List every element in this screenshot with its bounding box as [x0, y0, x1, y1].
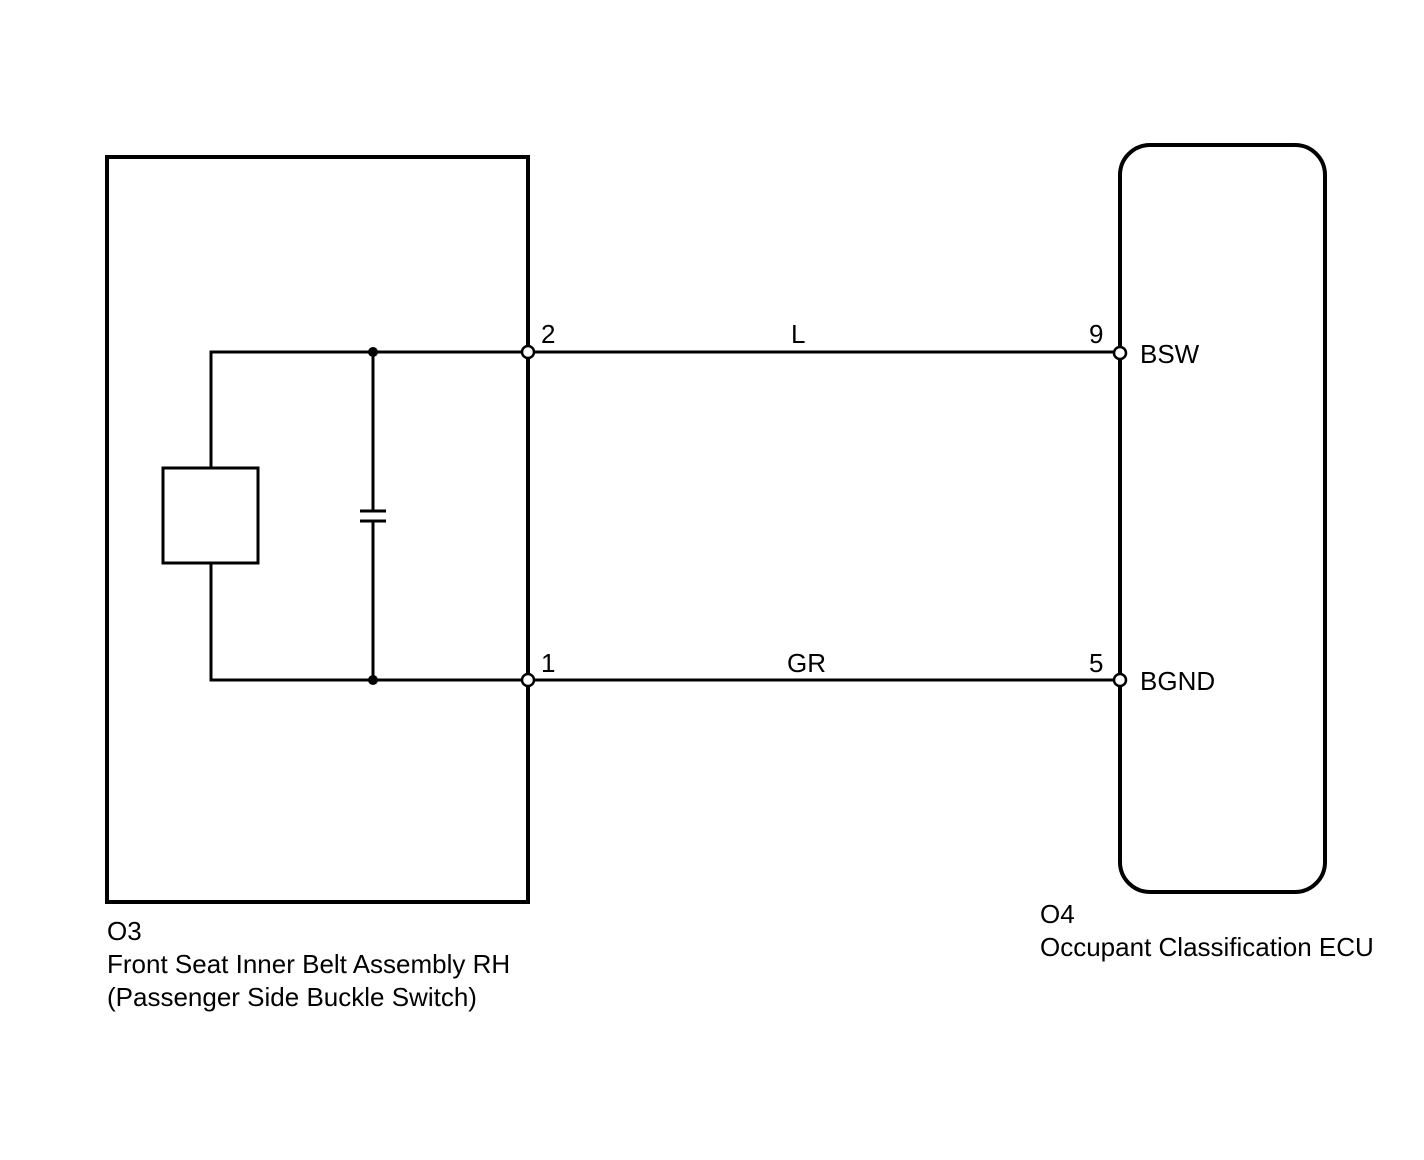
terminal-bsw-label: BSW — [1140, 339, 1200, 369]
o3-name-label: Front Seat Inner Belt Assembly RH — [107, 949, 510, 979]
o4-pin-5-label: 5 — [1089, 648, 1103, 678]
o4-ecu-box — [1118, 143, 1327, 894]
o3-pin-1-label: 1 — [541, 648, 555, 678]
internal-bottom-wire — [209, 563, 528, 682]
o3-subtitle-label: (Passenger Side Buckle Switch) — [107, 982, 477, 1012]
buckle-switch-element — [161, 466, 260, 565]
terminal-o4-pin5 — [1112, 672, 1128, 688]
terminal-o4-pin9 — [1112, 345, 1128, 361]
wire-color-l-label: L — [791, 319, 805, 349]
o3-code-label: O3 — [107, 916, 142, 946]
terminal-o3-pin1 — [520, 672, 536, 688]
o4-pin-9-label: 9 — [1089, 319, 1103, 349]
o3-pin-2-label: 2 — [541, 319, 555, 349]
o4-code-label: O4 — [1040, 899, 1075, 929]
terminal-o3-pin2 — [520, 344, 536, 360]
junction-dot-top — [368, 347, 378, 357]
wire-color-gr-label: GR — [787, 648, 826, 678]
junction-dot-bottom — [368, 675, 378, 685]
internal-top-wire — [209, 350, 528, 468]
o4-name-label: Occupant Classification ECU — [1040, 932, 1374, 962]
o3-component-box — [105, 155, 530, 904]
terminal-bgnd-label: BGND — [1140, 666, 1215, 696]
